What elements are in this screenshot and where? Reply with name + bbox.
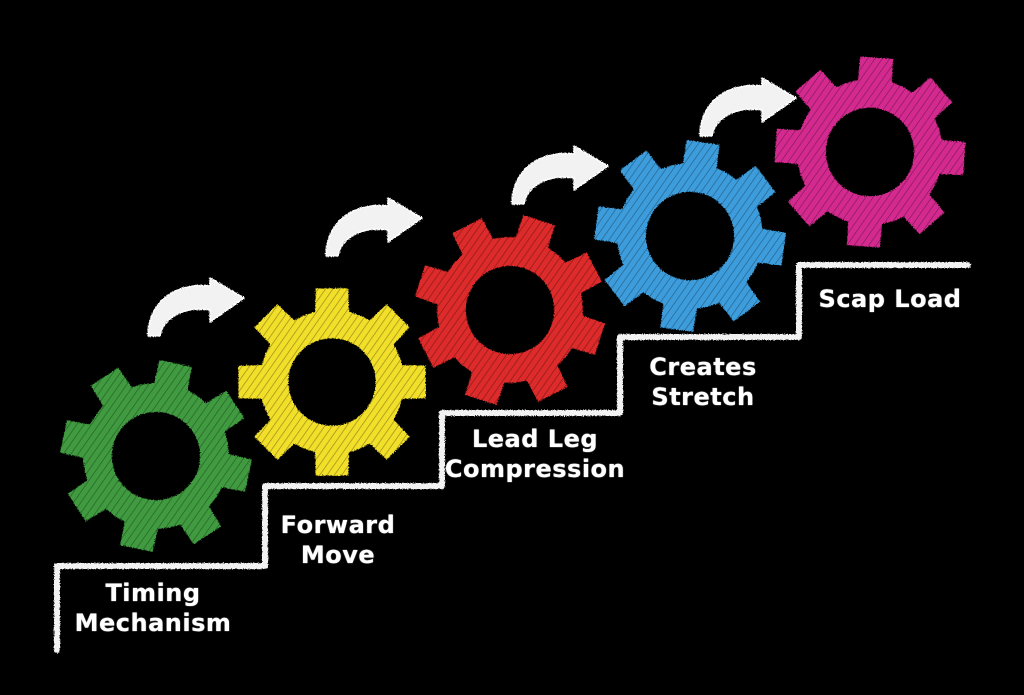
step-label-line2: Mechanism xyxy=(74,609,232,637)
step-label-line1: Creates xyxy=(649,353,757,381)
arrow-group xyxy=(147,77,797,337)
step-label-creates-stretch: Creates Stretch xyxy=(628,352,778,412)
step-label-line2: Stretch xyxy=(651,383,755,411)
gear-icon xyxy=(415,215,605,405)
step-label-line1: Lead Leg xyxy=(471,425,599,453)
gear-chalk-texture xyxy=(238,288,426,476)
curved-arrow-icon xyxy=(147,277,245,337)
gear-icon xyxy=(238,288,426,476)
step-label-line1: Forward xyxy=(280,511,396,539)
arrow-shape xyxy=(511,145,609,205)
arrow-shape xyxy=(147,277,245,337)
curved-arrow-icon xyxy=(325,197,423,257)
curved-arrow-icon xyxy=(511,145,609,205)
step-label-line2: Compression xyxy=(444,455,626,483)
gear-icon xyxy=(774,56,966,248)
staircase-line xyxy=(54,262,971,653)
step-label-lead-leg-compression: Lead Leg Compression xyxy=(440,424,630,484)
gear-chalk-texture xyxy=(60,360,252,552)
step-label-line2: Move xyxy=(300,541,376,569)
arrow-shape xyxy=(325,197,423,257)
step-label-timing-mechanism: Timing Mechanism xyxy=(68,578,238,638)
step-label-forward-move: Forward Move xyxy=(263,510,413,570)
step-label-line1: Scap Load xyxy=(818,285,962,313)
gear-icon xyxy=(594,140,786,332)
arrow-shape xyxy=(699,77,797,137)
gear-chalk-texture xyxy=(774,56,966,248)
gear-group xyxy=(60,56,966,552)
gear-icon xyxy=(60,360,252,552)
curved-arrow-icon xyxy=(699,77,797,137)
step-label-line1: Timing xyxy=(105,579,201,607)
step-label-scap-load: Scap Load xyxy=(805,284,975,314)
gear-chalk-texture xyxy=(415,215,605,405)
gear-chalk-texture xyxy=(594,140,786,332)
